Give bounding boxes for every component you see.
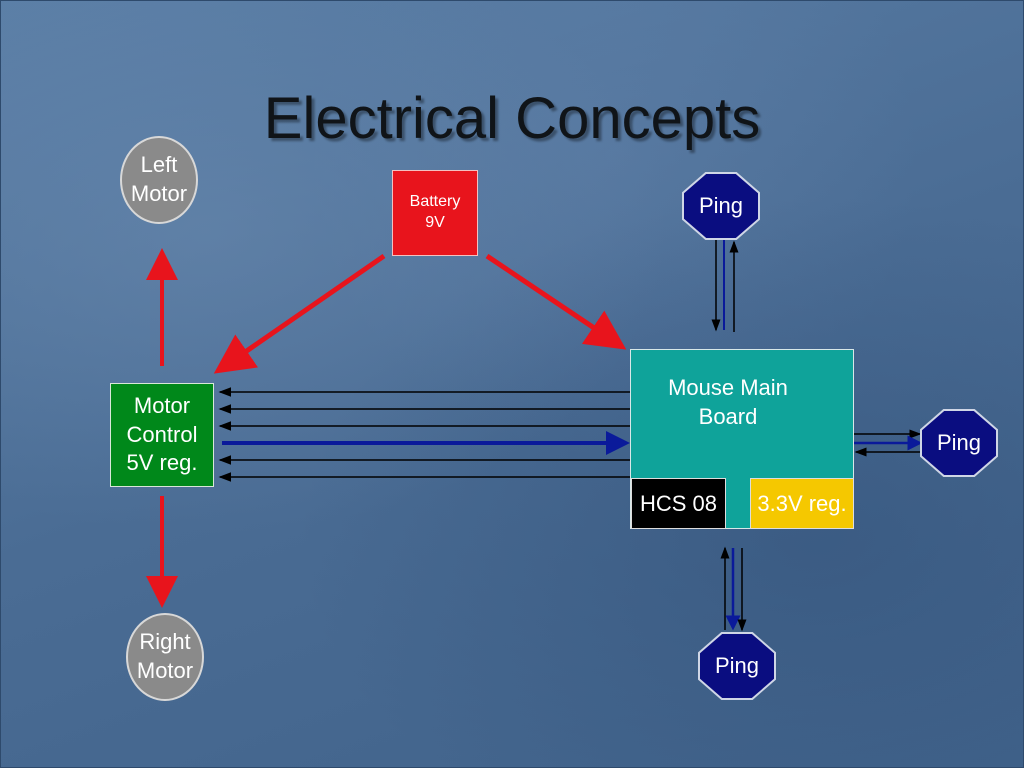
- ping-bottom-node: Ping: [700, 634, 774, 698]
- left-motor-label: Left Motor: [130, 152, 188, 206]
- ping-top-label: Ping: [698, 193, 744, 218]
- right-motor-node: Right Motor: [126, 613, 204, 701]
- ping-top-node: Ping: [684, 174, 758, 238]
- right-motor-label: Right Motor: [136, 629, 194, 683]
- battery-to-motor-control-arrow: [213, 253, 386, 374]
- battery-to-main-board-arrow: [485, 253, 627, 350]
- battery-label: Battery 9V: [409, 193, 461, 231]
- regulator-node: 3.3V reg.: [750, 478, 854, 529]
- hcs08-label: HCS 08: [639, 490, 718, 516]
- ping-bottom-label: Ping: [714, 653, 760, 678]
- left-motor-node: Left Motor: [120, 136, 198, 224]
- ping-right-label: Ping: [936, 430, 982, 455]
- motor-control-node: Motor Control 5V reg.: [110, 383, 214, 487]
- mouse-main-board-label: Mouse Main Board: [668, 375, 788, 429]
- motor-control-label: Motor Control 5V reg.: [126, 393, 198, 476]
- regulator-label: 3.3V reg.: [757, 490, 847, 516]
- slide-title: Electrical Concepts: [263, 86, 761, 151]
- hcs08-node: HCS 08: [631, 478, 726, 529]
- battery-node: Battery 9V: [392, 170, 478, 256]
- ping-right-node: Ping: [922, 411, 996, 475]
